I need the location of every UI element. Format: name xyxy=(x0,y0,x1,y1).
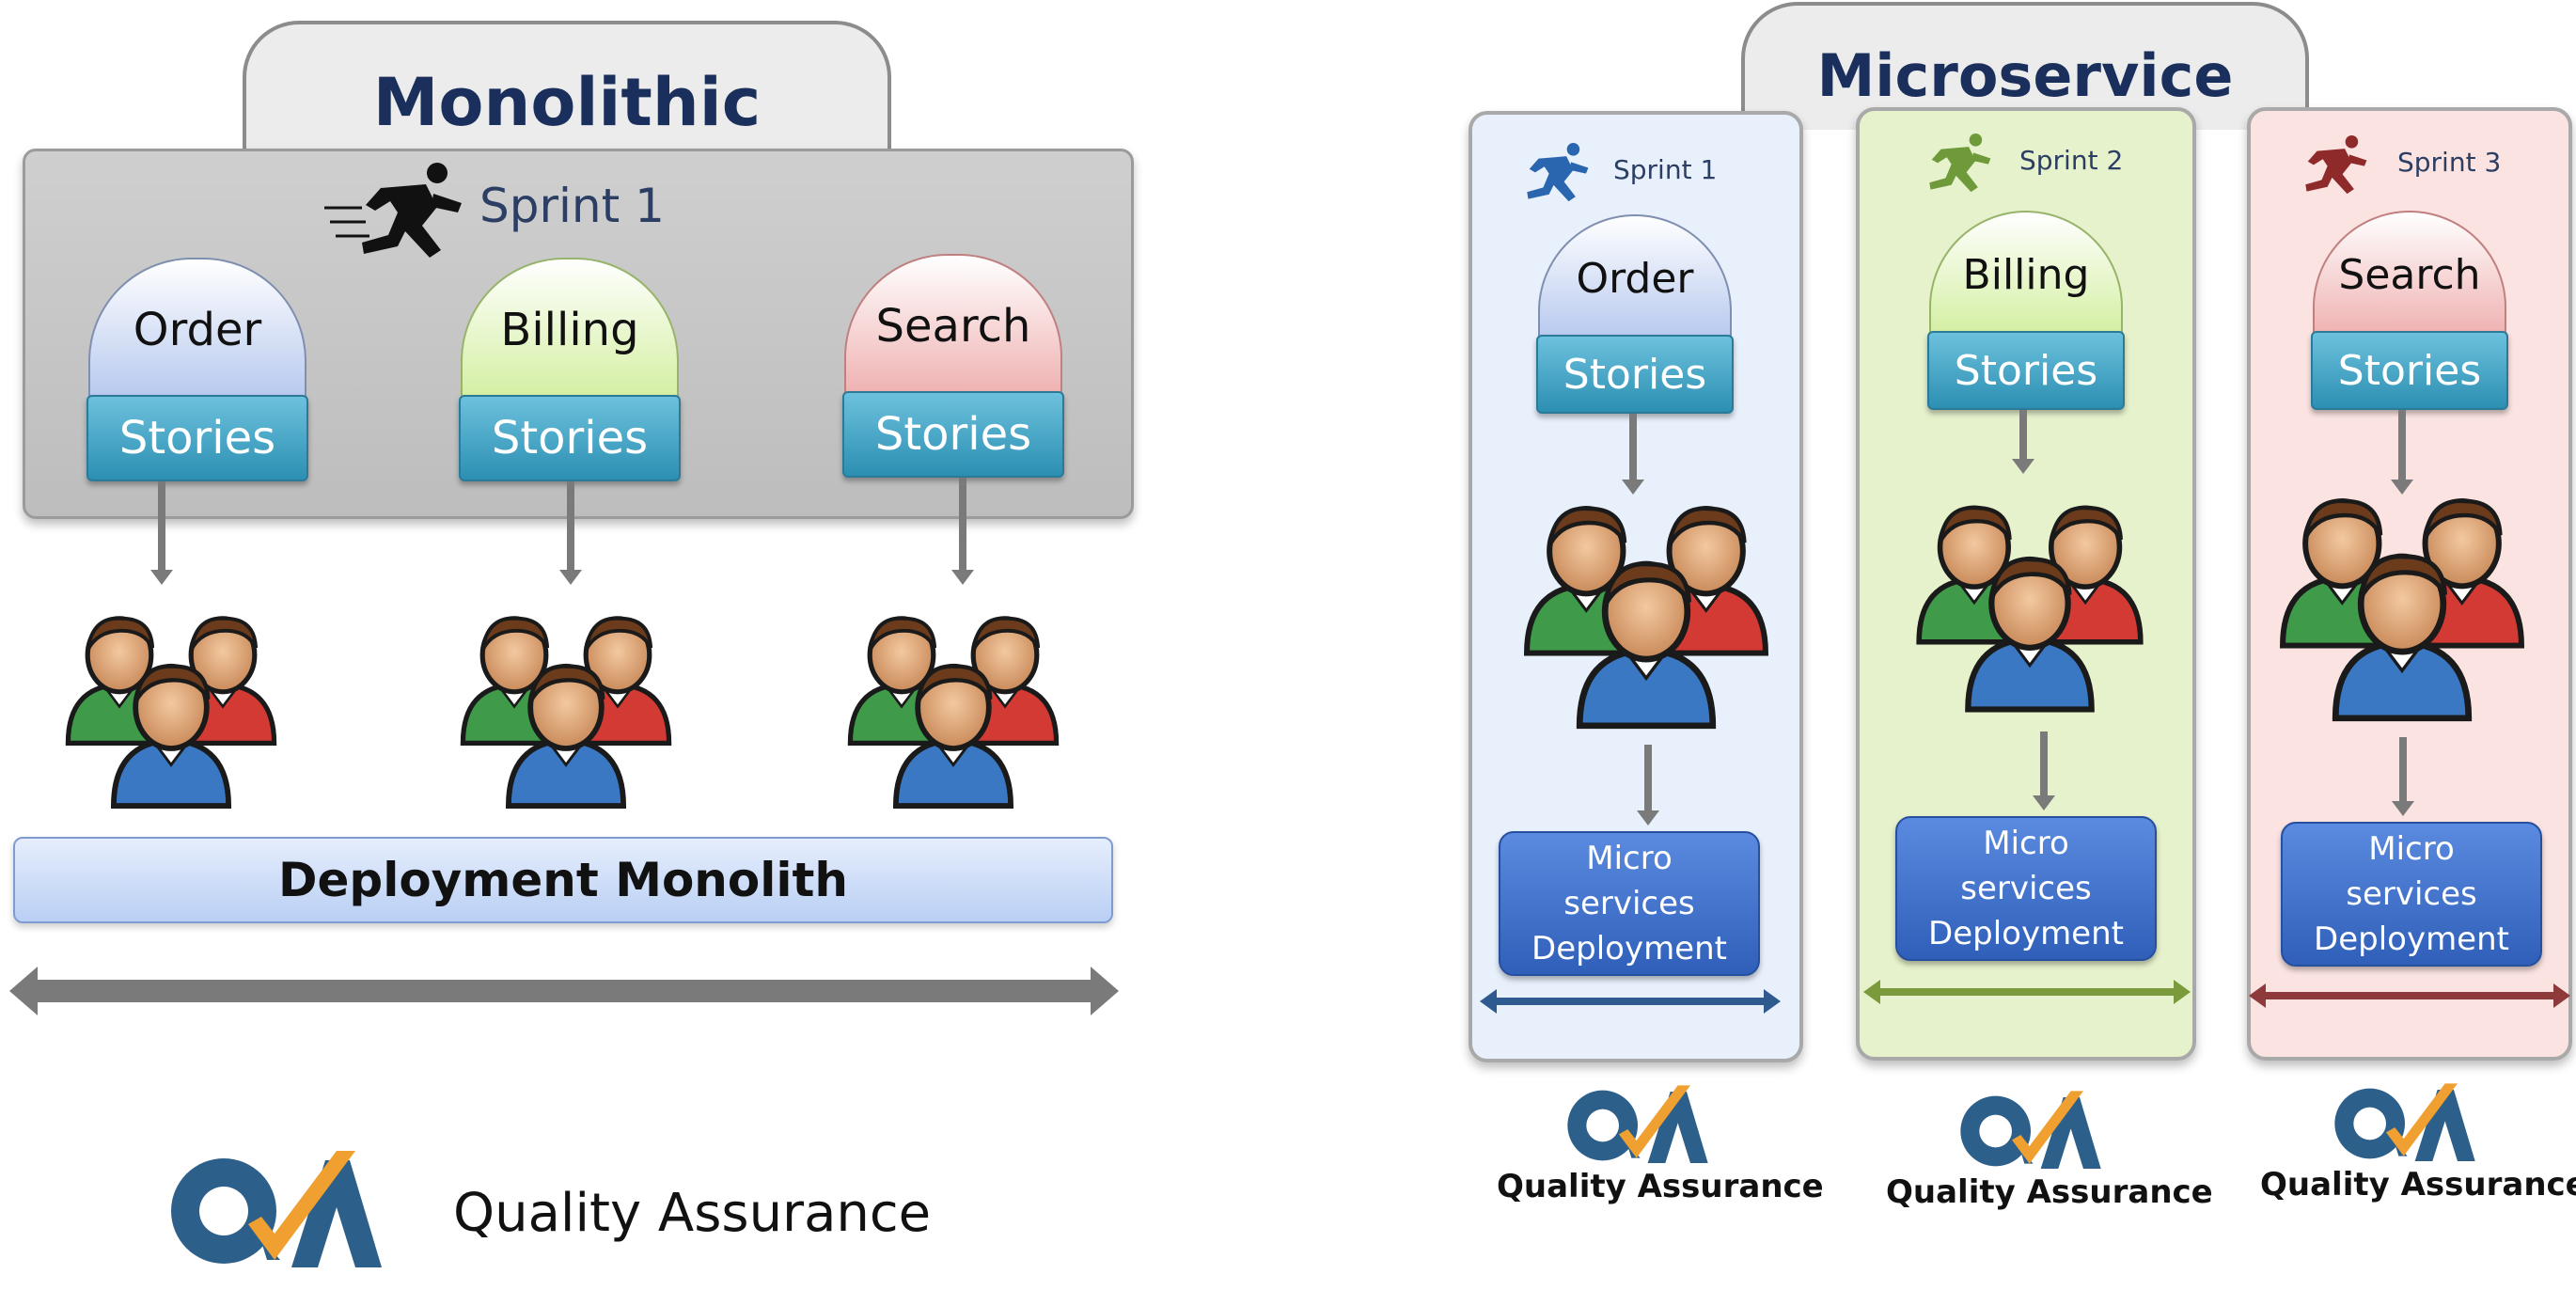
sprint-label: Sprint 2 xyxy=(2019,145,2124,176)
deploy-line-2: services xyxy=(2346,875,2477,913)
monolithic-title: Monolithic xyxy=(372,64,762,141)
sprint-label: Sprint 1 xyxy=(479,179,665,233)
qa-label: Quality Assurance xyxy=(1886,1173,2213,1211)
connector-arrowhead xyxy=(2012,459,2034,474)
double-arrow-icon xyxy=(2249,983,2570,1008)
deploy-line-2: services xyxy=(1563,885,1695,922)
qa-logo xyxy=(2326,1079,2476,1168)
connector xyxy=(2399,737,2407,803)
deploy-line-1: Micro xyxy=(1586,840,1673,877)
microservice-title: Microservice xyxy=(1816,41,2234,110)
qa-label: Quality Assurance xyxy=(1497,1168,1824,1205)
stories-search: Stories xyxy=(842,391,1064,478)
team-icon xyxy=(453,592,679,809)
double-arrow-icon xyxy=(9,967,1119,1015)
connector-arrowhead xyxy=(1622,480,1644,495)
double-arrow-icon xyxy=(1480,989,1781,1014)
deploy-line-3: Deployment xyxy=(1928,915,2124,952)
team-icon xyxy=(840,592,1066,809)
module-billing: Billing xyxy=(461,258,679,401)
connector-arrowhead xyxy=(2391,480,2413,495)
double-arrow-icon xyxy=(1863,980,2191,1004)
qa-label: Quality Assurance xyxy=(453,1183,932,1244)
runner-icon xyxy=(324,163,462,258)
deploy-line-1: Micro xyxy=(1983,825,2069,862)
deploy-line-3: Deployment xyxy=(2314,920,2509,958)
connector xyxy=(2019,410,2027,461)
runner-icon xyxy=(2294,132,2375,199)
sprint-label: Sprint 1 xyxy=(1613,154,1718,185)
deploy-line-3: Deployment xyxy=(1531,930,1727,968)
team-icon xyxy=(1516,478,1777,730)
connector-arrowhead xyxy=(2392,801,2414,816)
microservices-deployment-box: Micro services Deployment xyxy=(2281,822,2542,967)
connector-arrowhead xyxy=(2033,795,2055,810)
connector-arrowhead xyxy=(150,570,173,585)
stories-search: Stories xyxy=(2311,331,2508,410)
connector-arrowhead xyxy=(559,570,582,585)
qa-logo xyxy=(1559,1081,1709,1170)
team-icon xyxy=(58,592,284,809)
runner-icon xyxy=(1918,130,1999,197)
connector xyxy=(2040,732,2048,797)
sprint-label: Sprint 3 xyxy=(2397,147,2502,178)
stories-billing: Stories xyxy=(1927,331,2125,410)
connector xyxy=(959,478,966,572)
microservices-deployment-box: Micro services Deployment xyxy=(1499,831,1760,976)
runner-icon xyxy=(1516,139,1596,207)
stories-billing: Stories xyxy=(459,395,681,481)
team-icon xyxy=(1908,466,2151,726)
team-icon xyxy=(2271,466,2533,726)
connector xyxy=(1629,414,1637,483)
qa-logo xyxy=(1952,1087,2102,1175)
microservices-deployment-box: Micro services Deployment xyxy=(1895,816,2157,961)
connector xyxy=(158,481,165,572)
connector xyxy=(2398,410,2406,481)
monolithic-tab: Monolithic xyxy=(243,21,891,158)
connector xyxy=(1644,745,1652,812)
connector-arrowhead xyxy=(951,570,974,585)
stories-order: Stories xyxy=(1536,335,1734,414)
deploy-line-2: services xyxy=(1960,870,2092,907)
stories-order: Stories xyxy=(86,395,308,481)
deploy-line-1: Micro xyxy=(2368,830,2455,868)
module-search: Search xyxy=(844,254,1062,397)
qa-logo xyxy=(158,1145,384,1277)
connector xyxy=(567,481,574,574)
deployment-monolith-bar: Deployment Monolith xyxy=(13,837,1113,923)
qa-label: Quality Assurance xyxy=(2260,1166,2576,1203)
connector-arrowhead xyxy=(1637,810,1659,826)
